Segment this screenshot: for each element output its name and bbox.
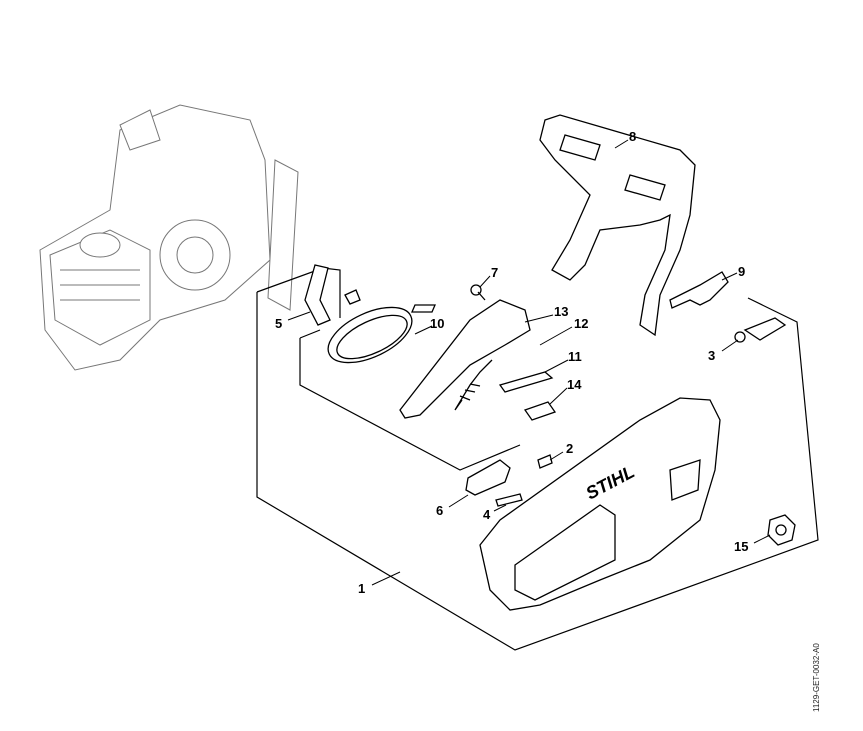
callout-12: 12	[574, 316, 588, 331]
callout-6: 6	[436, 503, 443, 518]
callout-13: 13	[554, 304, 568, 319]
callout-10: 10	[430, 316, 444, 331]
callout-9: 9	[738, 264, 745, 279]
pin	[537, 454, 553, 469]
slide	[523, 401, 557, 421]
callout-7: 7	[491, 265, 498, 280]
callout-1: 1	[358, 581, 365, 596]
callout-5: 5	[275, 316, 282, 331]
collar-nut	[767, 514, 796, 546]
engine-housing-reference	[39, 104, 299, 371]
screw	[344, 284, 486, 305]
roll-pin	[495, 493, 523, 507]
callout-4: 4	[483, 507, 491, 522]
brake-lever	[669, 271, 729, 309]
callout-3: 3	[708, 348, 715, 363]
callout-8: 8	[629, 129, 636, 144]
callout-15: 15	[734, 539, 748, 554]
sprocket-cover: STIHL	[479, 397, 721, 611]
leader-lines	[287, 139, 771, 586]
callout-14: 14	[567, 377, 582, 392]
guide-block	[465, 459, 511, 496]
brake-lever-housing	[399, 299, 531, 419]
brake-band	[327, 304, 436, 364]
callout-2: 2	[566, 441, 573, 456]
callout-11: 11	[568, 349, 582, 364]
callouts: 1 2 3 4 5 6 7 8 9 10 11 12 13 14 15	[275, 129, 748, 596]
hand-guard	[539, 114, 696, 337]
assembly-frame	[256, 267, 819, 651]
drawing-code: 1129-GET-0032-A0	[812, 643, 821, 712]
spring-clip	[304, 264, 331, 326]
tension-spring	[454, 359, 493, 411]
spring-lever	[498, 371, 554, 393]
pivot-bolt	[734, 317, 787, 343]
